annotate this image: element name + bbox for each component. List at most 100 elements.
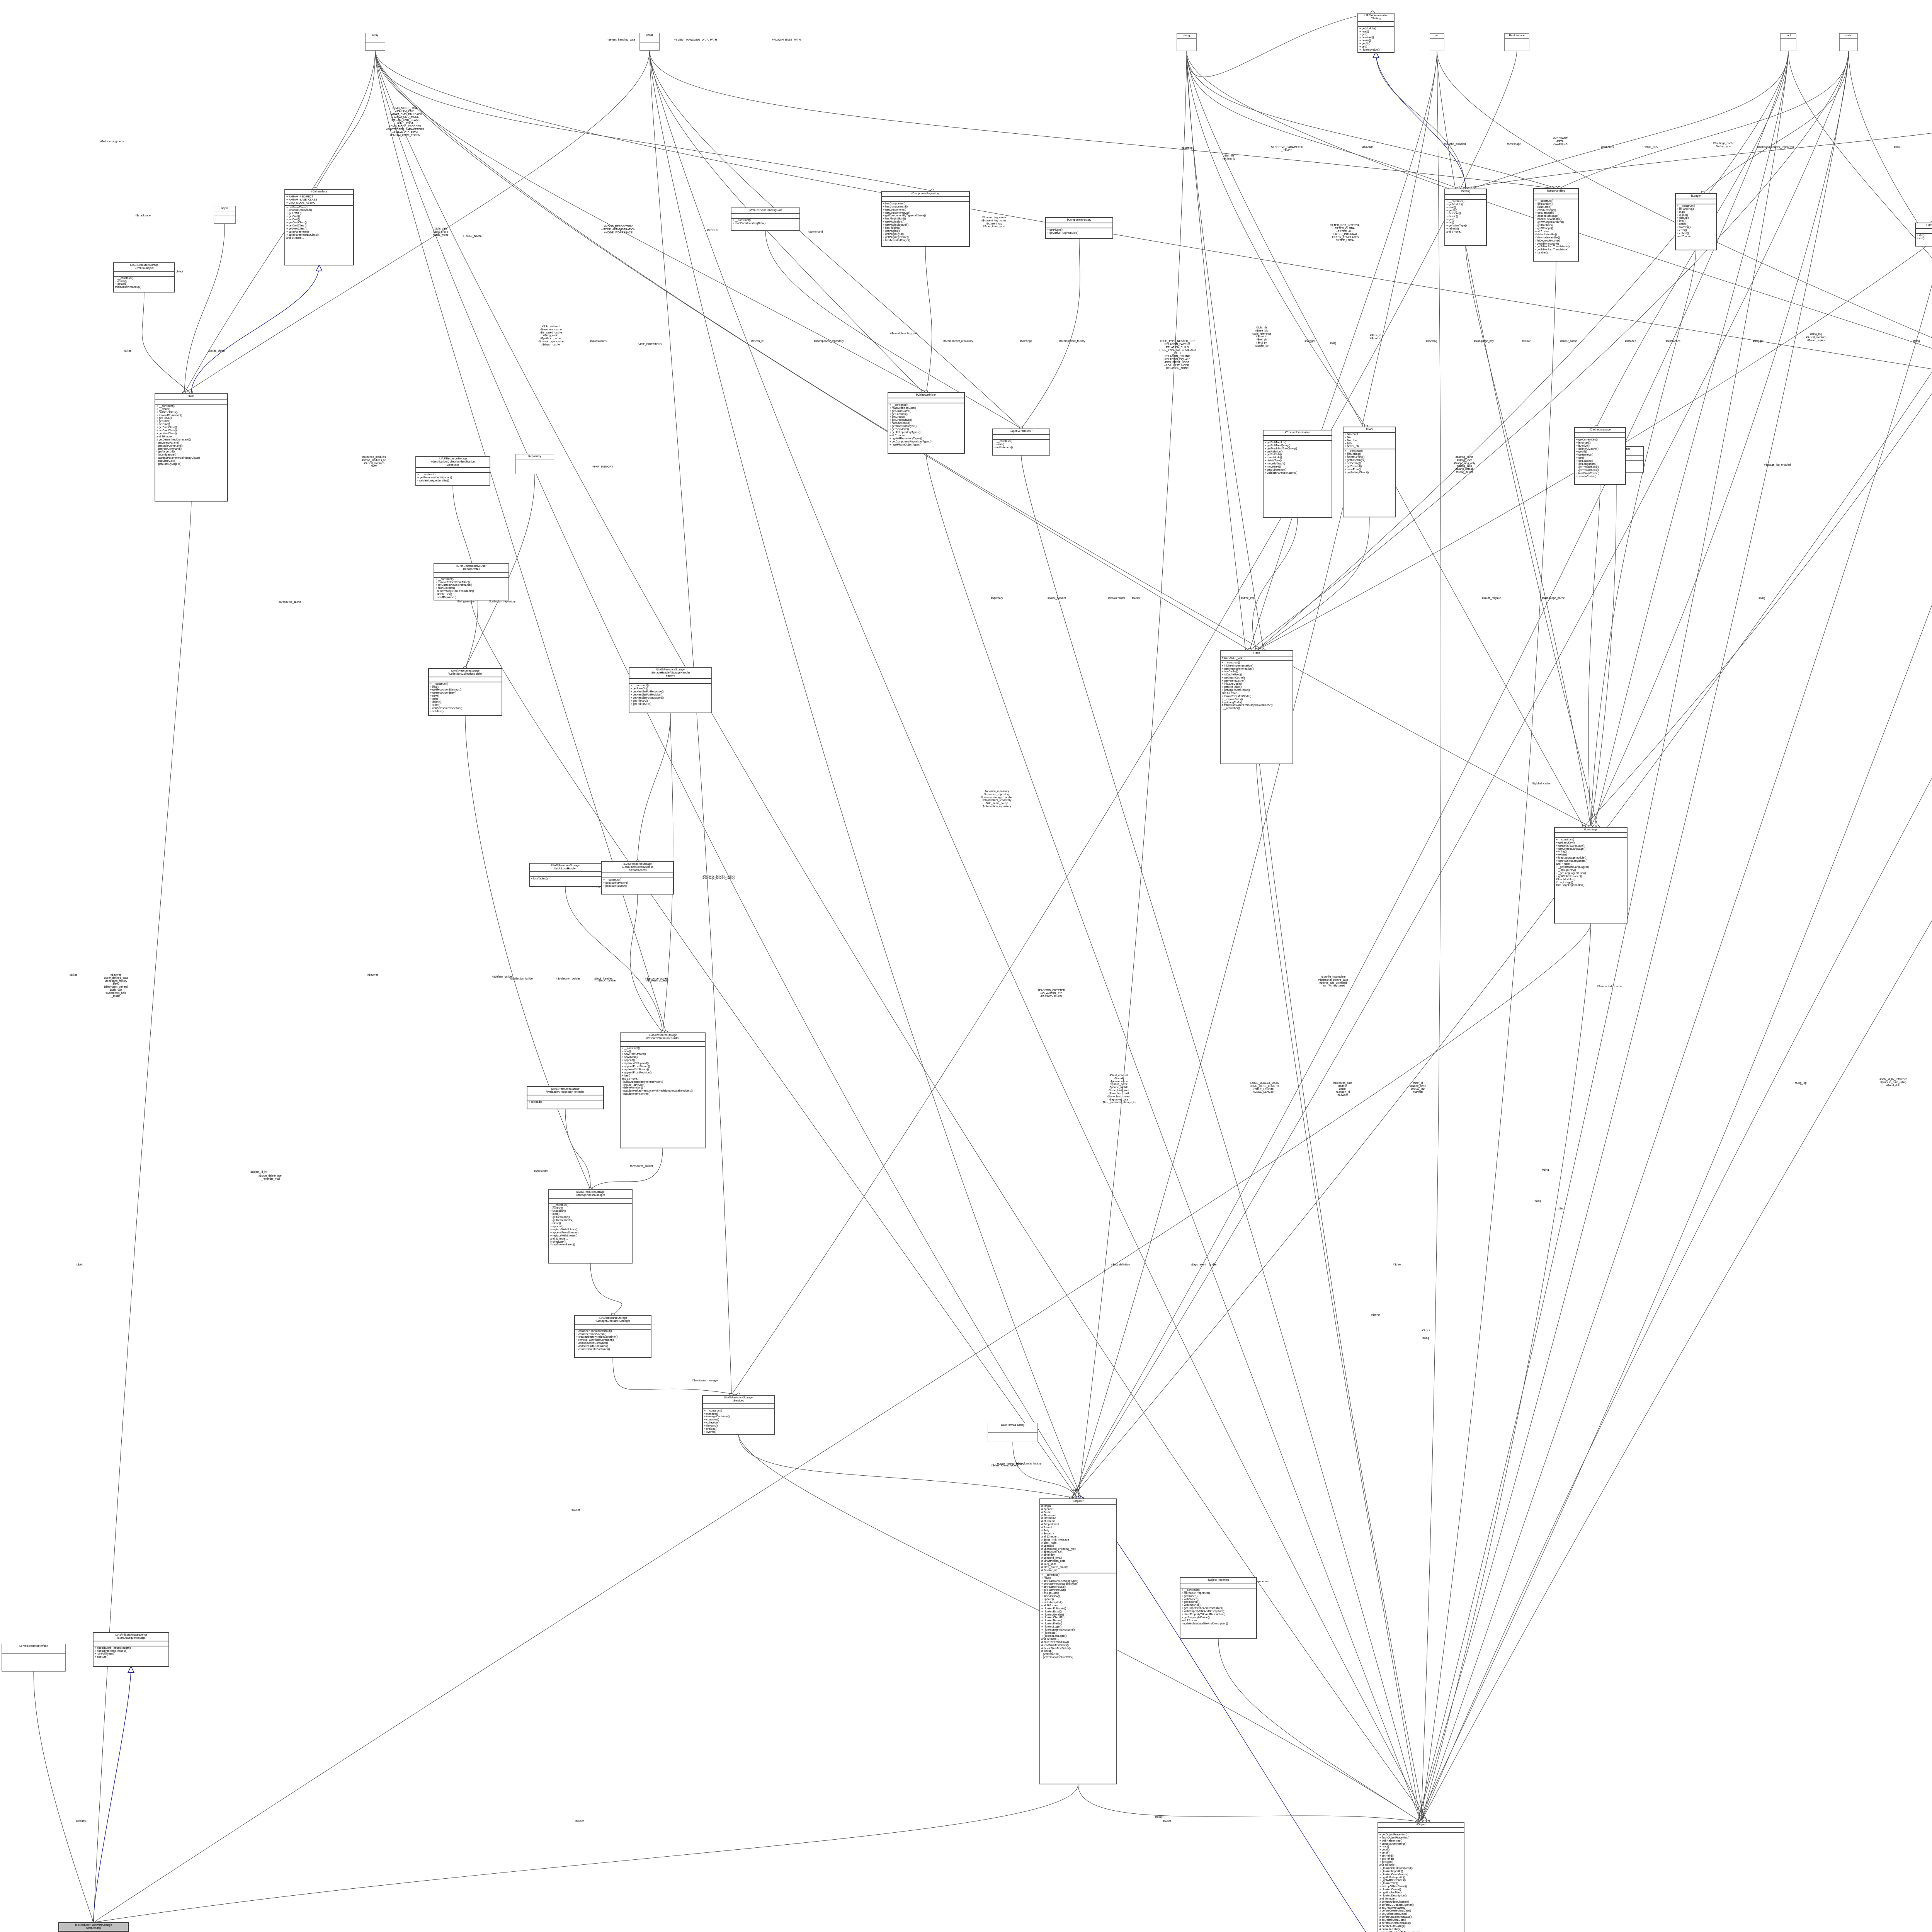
class-node-attributes (1781, 38, 1796, 43)
edge-label: #$review (706, 229, 718, 232)
class-node-attributes (429, 676, 502, 682)
class-node-attributes (988, 1427, 1037, 1432)
class-node-ilcomponentfactory[interactable]: ilComponentFactory+ getPlugin() + getAct… (1045, 217, 1113, 239)
edge-label: #$component_repository (814, 340, 844, 343)
class-node-serverrequestinterface[interactable]: ServerRequestInterface (2, 1644, 66, 1672)
class-node-ilcomponentrepository[interactable]: ilComponentRepository+ hasComponent() + … (881, 191, 970, 247)
class-node-operations (214, 215, 235, 220)
class-node-ilias-resourcestorage-events-subject[interactable]: ILIAS\ResourceStorage \Events\Subject+ _… (113, 262, 175, 293)
class-node-ilobjuser[interactable]: ilObjUser# $login # $gender # $utitle # … (1039, 1498, 1117, 1784)
class-node-attributes: + PARAM_REDIRECT + PARAM_BASE_CLASS + CM… (285, 194, 353, 205)
edge-label: #$user (1132, 597, 1140, 600)
edge-label: +DEBUG_ENV (1640, 146, 1658, 149)
class-node-attributes (602, 872, 673, 878)
class-node-ilias-resourcestorage-storagehandler-storagehandlerfactory[interactable]: ILIAS\ResourceStorage \StorageHandler\St… (629, 667, 712, 713)
class-node-ilias-administration-setting[interactable]: ILIAS\Administration \Setting+ getModule… (1357, 13, 1395, 53)
class-node-operations: + getObjectProperties() + flushObjectPro… (1378, 1832, 1464, 1932)
edge-label: #$parent_tag_name #$current_tag_name #$c… (981, 216, 1007, 228)
class-node-title: ilObject (1416, 1823, 1426, 1826)
class-node-title: ServerRequestInterface (19, 1645, 48, 1648)
class-node-repository[interactable]: Repository (515, 454, 554, 474)
class-node-ilcrondeleteinactiveuserreminder[interactable]: ilCronDeleteInactiveUser ReminderMail+ _… (434, 563, 509, 600)
edge-label: #$date_format_factory (991, 1464, 1019, 1467)
class-node-operations: + __construct() + __clone() + callBaseCl… (155, 403, 227, 466)
class-node-title: ILIAS\ResourceStorage \Lock\LockHandler (551, 864, 580, 870)
class-node-int[interactable]: int (1430, 33, 1444, 51)
edge-label: ~BASE_DIRECTORY (636, 343, 662, 346)
class-node-ilobjectproperties[interactable]: ilObjectProperties+ __construct() + stor… (1180, 1577, 1257, 1639)
class-node-operations: + __construct() + isHandling() + log() +… (1676, 203, 1716, 239)
class-node-runinterface[interactable]: RunInterface (1504, 33, 1529, 51)
class-node-title: ILIAS\Object\ObjectDIC (1925, 224, 1932, 227)
edge-label: #$language_key (1474, 340, 1494, 343)
class-node-attributes (629, 678, 711, 683)
class-node-ilcachelanguage[interactable]: ilCacheLanguage+ getCurrentKey() + isFor… (1574, 427, 1626, 485)
class-node-ilias[interactable]: ILIAS+ $account + $ini + $ini_ilias + $d… (1343, 427, 1396, 517)
class-node-ilias-resourcestorage-lock-lockhandler[interactable]: ILIAS\ResourceStorage \Lock\LockHandler+… (529, 863, 602, 887)
class-node-ilias-resourcestorage-identification-collection-builder[interactable]: ILIAS\ResourceStorage \Identification\Co… (415, 456, 490, 486)
class-node-title: ilCacheLanguage (1589, 429, 1611, 431)
class-node-ilias-resourcestorage-preloader-repositorypreloader[interactable]: ILIAS\ResourceStorage \Preloader\Reposit… (527, 1086, 604, 1109)
edge-label: #$obj_id_by_reference $process_auto_rati… (1879, 1078, 1907, 1087)
class-node-ilias-resourcestorage-resource-resourcebuilder[interactable]: ILIAS\ResourceStorage \Resource\Resource… (620, 1032, 706, 1148)
edge-label: #$tree_id #$root_id (1370, 334, 1381, 340)
class-node-ilobject[interactable]: ilObject + getObjectProperties() + flushO… (1378, 1822, 1464, 1932)
class-node-illanguage[interactable]: ilLanguage+ __construct() + getLangKey()… (1554, 827, 1628, 923)
class-node-ilias-resourcestorage-collection-collectionbuilder[interactable]: ILIAS\ResourceStorage \Collection\Collec… (428, 668, 502, 716)
class-node-iltree[interactable]: ilTree# DEFAULT_GAP+ __construct() + ini… (1220, 650, 1293, 764)
class-node-ilias-resourcestorage-manager-basemanager[interactable]: ILIAS\ResourceStorage \Manager\BaseManag… (548, 1189, 633, 1264)
class-node-ilias-resourcestorage-manager-containermanager[interactable]: ILIAS\ResourceStorage \Manager\Container… (574, 1315, 651, 1358)
class-node-operations: + callBaseClass() + forwardCommand() + g… (285, 205, 353, 240)
edge-label: #$auto_migrate (1482, 597, 1501, 600)
class-node-ilctrl[interactable]: ilCtrl+ __construct() + __clone() + call… (155, 393, 228, 502)
class-node-array[interactable]: array (365, 33, 385, 51)
class-node-title: const (646, 34, 653, 37)
class-node-attributes (434, 571, 509, 577)
class-node-ilsetting[interactable]: ilSetting+ __construct() + getModule() +… (1444, 189, 1487, 246)
class-node-attributes (1534, 193, 1578, 199)
class-node-ilwhoopseventhandlingdata[interactable]: ilWhoExEventHandlingData+ __construct() … (731, 207, 800, 231)
class-node-title: ilLanguage (1584, 828, 1598, 831)
class-node-bool[interactable]: bool (1780, 33, 1796, 51)
edge-label: #$whoops_handler_registered (1757, 146, 1794, 149)
class-node-title: object (221, 207, 228, 210)
edge-label: #$error (1371, 1314, 1380, 1316)
class-node-ilerrorhandling[interactable]: ilErrorHandling+ __construct() + getHand… (1533, 188, 1579, 262)
class-node-illogger[interactable]: ilLogger+ __construct() + isHandling() +… (1675, 193, 1717, 250)
class-node-title: RunInterface (1509, 34, 1525, 37)
class-node-dateformatfactory[interactable]: DateFormatFactory (988, 1423, 1038, 1442)
class-node-iltreeimplementation[interactable]: ilTreeImplementation+ getSubTreeIds() + … (1263, 430, 1332, 518)
edge-label: #$obj_indexed #$resource_cache #$is_save… (537, 325, 564, 346)
class-node-attributes (1430, 38, 1444, 43)
class-node-string[interactable]: string (1177, 33, 1197, 51)
class-node-ilobjectdefinition[interactable]: ilObjectDefinition+ __construct() + read… (888, 392, 965, 454)
class-node-title: static (1845, 34, 1852, 37)
edge-label: #$command (808, 231, 823, 233)
edge-label: +TABLE_NAME (463, 235, 482, 238)
class-node-attributes (516, 459, 554, 464)
class-node-static[interactable]: static (1839, 33, 1858, 51)
edge-label: #$component_repository (943, 340, 973, 343)
edge-label: #$primary (991, 597, 1003, 600)
class-node-attributes (640, 37, 659, 43)
edge-label: #$language_cache (1542, 597, 1565, 600)
class-node-title: ilObjectDefinition (916, 394, 937, 396)
class-node-attributes (1378, 1827, 1464, 1832)
class-node-ilctrlinterface[interactable]: ilCtrlInterface+ PARAM_REDIRECT + PARAM_… (284, 189, 354, 265)
class-node-ilias-resourcestorage-consumer-streamaccess[interactable]: ILIAS\ResourceStorage \Consumer\StreamAc… (601, 861, 674, 895)
edge-label: #$lng (1759, 597, 1765, 600)
class-node-ilias-init-startupsequence-startupsequencestep[interactable]: ILIAS\Init\StartupSequence \StartUpSeque… (93, 1632, 169, 1667)
class-node-ilappeventhandler[interactable]: ilAppEventHandler+ __construct() + raise… (992, 429, 1050, 456)
class-node-attributes (59, 1930, 128, 1932)
class-node-attributes (530, 871, 601, 876)
edge-label: #$last_account -$email -$phone_office -$… (1102, 1074, 1136, 1104)
class-node-object[interactable]: object (214, 206, 236, 224)
edge-label: #$loaded (1625, 340, 1636, 343)
class-node-title: ILIAS\ResourceStorage \Manager\BaseManag… (576, 1191, 605, 1197)
class-node-const[interactable]: const (639, 33, 660, 51)
class-node-ilias-resourcestorage-services[interactable]: ILIAS\ResourceStorage \Services+ __const… (702, 1395, 775, 1435)
class-node-operations: + __construct() + read() + setPasswordEn… (1040, 1572, 1116, 1660)
edge-label: #$lock_handler (594, 978, 612, 980)
class-node-ilias-dbobjectdci[interactable]: ILIAS\Object\ObjectDIC+ dic() + init() (1915, 223, 1932, 247)
class-node-ilforceduserpasswordchangestartupstep[interactable]: ilForcedUserPasswordChange StartUpStep+ … (58, 1922, 129, 1932)
